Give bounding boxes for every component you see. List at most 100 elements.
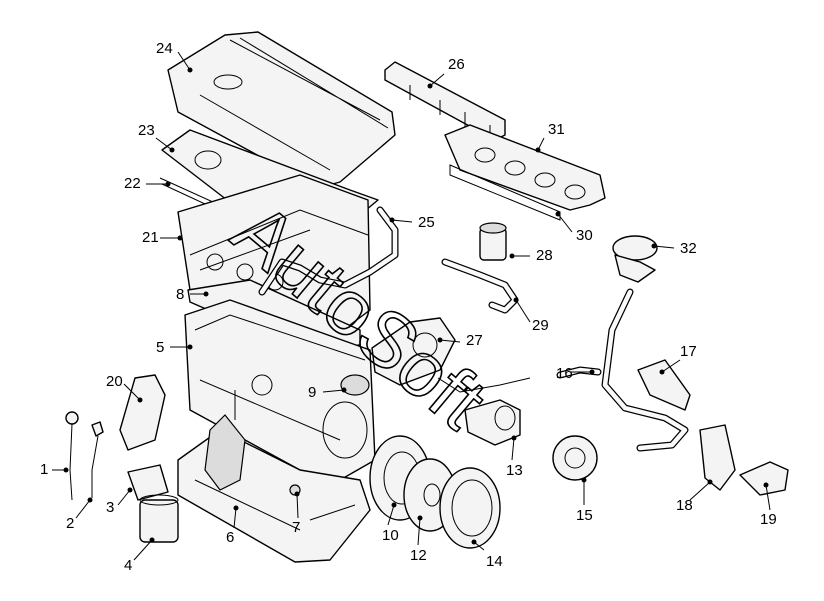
part-vacuum-pipe bbox=[437, 377, 531, 393]
callout-label-13: 13 bbox=[506, 462, 523, 479]
callout-leader-17 bbox=[661, 359, 681, 373]
callout-leader-24 bbox=[177, 51, 191, 71]
callout-label-16: 16 bbox=[556, 365, 573, 382]
callout-dot-27 bbox=[437, 337, 443, 343]
callout-leader-7 bbox=[296, 493, 299, 519]
part-bracket-18 bbox=[699, 424, 736, 491]
callout-label-32: 32 bbox=[680, 240, 697, 257]
callout-label-17: 17 bbox=[680, 343, 697, 360]
callout-leader-32 bbox=[653, 245, 675, 249]
part-egr-valve bbox=[479, 222, 507, 261]
callout-dot-15 bbox=[581, 477, 587, 483]
callout-dot-12 bbox=[417, 515, 423, 521]
callout-label-22: 22 bbox=[124, 175, 141, 192]
callout-label-31: 31 bbox=[548, 121, 565, 138]
part-cylinder-block bbox=[184, 299, 376, 481]
callout-dot-13 bbox=[511, 435, 517, 441]
callout-label-2: 2 bbox=[66, 515, 74, 532]
callout-dot-31 bbox=[535, 147, 541, 153]
callout-dot-23 bbox=[169, 147, 175, 153]
callout-label-27: 27 bbox=[466, 332, 483, 349]
callout-label-29: 29 bbox=[532, 317, 549, 334]
callout-dot-17 bbox=[659, 369, 665, 375]
part-exhaust-gasket bbox=[449, 164, 561, 221]
callout-dot-5 bbox=[187, 344, 193, 350]
callout-label-28: 28 bbox=[536, 247, 553, 264]
part-bracket-20 bbox=[119, 374, 166, 451]
callout-label-7: 7 bbox=[292, 519, 300, 536]
part-temperature-sensor bbox=[340, 374, 370, 396]
part-fuel-rail bbox=[384, 61, 506, 141]
callout-dot-16 bbox=[589, 369, 595, 375]
callout-dot-32 bbox=[651, 243, 657, 249]
callout-label-3: 3 bbox=[106, 499, 114, 516]
callout-label-8: 8 bbox=[176, 286, 184, 303]
callout-label-10: 10 bbox=[382, 527, 399, 544]
callout-leader-30 bbox=[557, 213, 573, 233]
callout-dot-22 bbox=[165, 181, 171, 187]
callout-leader-23 bbox=[155, 137, 173, 151]
callout-label-14: 14 bbox=[486, 553, 503, 570]
callout-leader-10 bbox=[387, 504, 395, 526]
callout-dot-3 bbox=[127, 487, 133, 493]
callout-label-21: 21 bbox=[142, 229, 159, 246]
callout-dot-26 bbox=[427, 83, 433, 89]
callout-dot-7 bbox=[294, 491, 300, 497]
callout-leader-25 bbox=[391, 219, 413, 223]
callout-label-15: 15 bbox=[576, 507, 593, 524]
callout-dot-8 bbox=[203, 291, 209, 297]
callout-dot-18 bbox=[707, 479, 713, 485]
callout-label-20: 20 bbox=[106, 373, 123, 390]
callout-dot-21 bbox=[177, 235, 183, 241]
part-oil-pickup bbox=[204, 390, 246, 491]
part-sensor-wire-1 bbox=[65, 411, 79, 501]
part-sensor-wire-2 bbox=[91, 421, 104, 498]
callout-leader-18 bbox=[689, 481, 711, 501]
callout-dot-29 bbox=[513, 297, 519, 303]
callout-dot-10 bbox=[391, 502, 397, 508]
part-coolant-connector bbox=[739, 461, 789, 496]
callout-leader-12 bbox=[417, 517, 421, 546]
part-water-pump bbox=[552, 435, 598, 481]
callout-dot-19 bbox=[763, 482, 769, 488]
callout-dot-2 bbox=[87, 497, 93, 503]
callout-label-19: 19 bbox=[760, 511, 777, 528]
part-secondary-air-valve bbox=[612, 235, 658, 283]
callout-label-12: 12 bbox=[410, 547, 427, 564]
callout-dot-30 bbox=[555, 211, 561, 217]
callout-label-30: 30 bbox=[576, 227, 593, 244]
part-oil-filter bbox=[139, 494, 179, 543]
part-thermostat-housing bbox=[371, 317, 456, 386]
callout-dot-9 bbox=[341, 387, 347, 393]
part-bracket-17 bbox=[637, 359, 691, 411]
callout-leader-26 bbox=[429, 73, 445, 87]
callout-leader-3 bbox=[117, 489, 131, 506]
part-valve-cover bbox=[167, 31, 396, 189]
callout-label-1: 1 bbox=[40, 461, 48, 478]
callout-label-4: 4 bbox=[124, 557, 132, 574]
callout-dot-24 bbox=[187, 67, 193, 73]
callout-label-9: 9 bbox=[308, 384, 316, 401]
callout-label-5: 5 bbox=[156, 339, 164, 356]
callout-layer: 1234567891012131415161718192021222324252… bbox=[40, 40, 777, 574]
callout-leader-20 bbox=[123, 383, 141, 401]
callout-dot-1 bbox=[63, 467, 69, 473]
part-pressure-plate bbox=[439, 467, 501, 549]
callout-dot-4 bbox=[149, 537, 155, 543]
callout-label-18: 18 bbox=[676, 497, 693, 514]
callout-leader-2 bbox=[75, 499, 91, 519]
callout-leader-27 bbox=[439, 339, 461, 343]
callout-leader-9 bbox=[322, 389, 345, 393]
callout-dot-6 bbox=[233, 505, 239, 511]
callout-leader-29 bbox=[515, 299, 531, 323]
callout-label-6: 6 bbox=[226, 529, 234, 546]
callout-dot-28 bbox=[509, 253, 515, 259]
part-oil-filter-housing bbox=[127, 464, 169, 501]
callout-dot-14 bbox=[471, 539, 477, 545]
callout-label-26: 26 bbox=[448, 56, 465, 73]
callout-dot-20 bbox=[137, 397, 143, 403]
callout-leader-13 bbox=[511, 437, 515, 461]
callout-label-24: 24 bbox=[156, 40, 173, 57]
callout-leader-4 bbox=[133, 539, 153, 561]
